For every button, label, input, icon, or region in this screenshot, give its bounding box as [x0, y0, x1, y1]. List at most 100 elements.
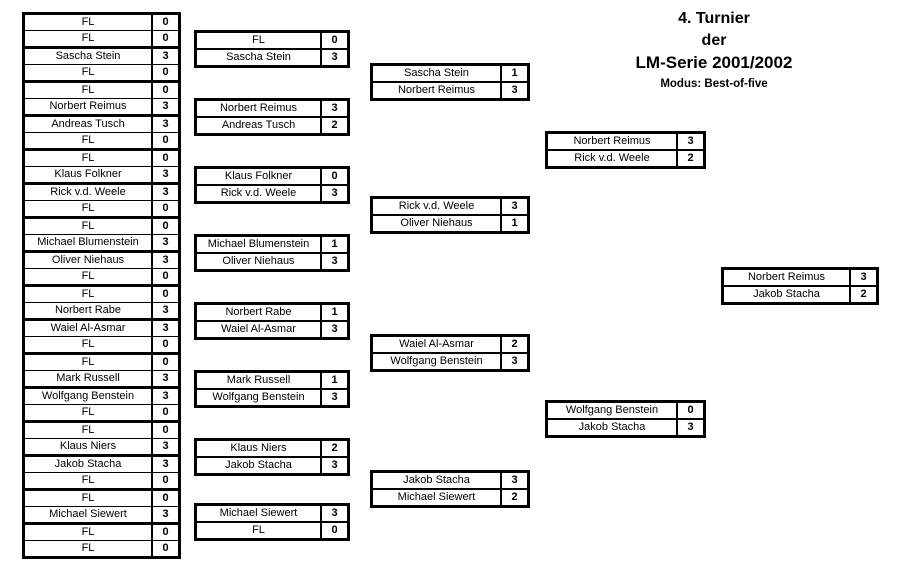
- player-score: 3: [511, 200, 518, 212]
- player-name: Norbert Reimus: [724, 270, 851, 285]
- tournament-modus: Modus: Best-of-five: [660, 78, 768, 90]
- player-name: FL: [25, 491, 153, 506]
- player-score: 1: [331, 306, 338, 318]
- player-score: 0: [162, 32, 169, 44]
- player-score: 3: [162, 118, 169, 130]
- player-score: 2: [511, 491, 518, 503]
- bracket-row: Rick v.d. Weele 3: [373, 199, 527, 214]
- player-score: 0: [162, 288, 169, 300]
- player-score: 3: [331, 507, 338, 519]
- player-name: Norbert Reimus: [25, 99, 153, 114]
- player-name: Oliver Niehaus: [373, 216, 502, 231]
- player-name: Wolfgang Benstein: [197, 390, 322, 405]
- player-name: FL: [25, 83, 153, 98]
- player-name: FL: [25, 219, 153, 234]
- player-score: 3: [331, 187, 338, 199]
- player-name: FL: [25, 15, 153, 30]
- player-score: 3: [162, 390, 169, 402]
- player-score: 1: [331, 238, 338, 250]
- player-score: 0: [331, 524, 338, 536]
- player-name: Jakob Stacha: [548, 420, 678, 435]
- bracket-row: FL 0: [25, 404, 178, 420]
- player-score: 2: [331, 119, 338, 131]
- player-score: 3: [162, 50, 169, 62]
- player-score: 0: [162, 84, 169, 96]
- player-name: FL: [25, 65, 153, 80]
- player-score: 3: [687, 135, 694, 147]
- tournament-title-line1: 4. Turnier: [678, 10, 750, 27]
- player-score: 2: [860, 288, 867, 300]
- player-name: Norbert Rabe: [25, 303, 153, 318]
- player-score: 0: [162, 134, 169, 146]
- bracket-row: Norbert Reimus 3: [548, 134, 703, 149]
- bracket-row: Andreas Tusch 3: [25, 114, 178, 132]
- player-score: 3: [860, 271, 867, 283]
- player-name: FL: [25, 405, 153, 420]
- bracket-row: Michael Siewert 3: [197, 506, 347, 521]
- player-name: Klaus Niers: [197, 441, 322, 456]
- player-name: Sascha Stein: [373, 66, 502, 81]
- player-score: 0: [162, 406, 169, 418]
- player-name: FL: [25, 31, 153, 46]
- player-name: Klaus Niers: [25, 439, 153, 454]
- player-score: 3: [331, 102, 338, 114]
- player-name: Rick v.d. Weele: [373, 199, 502, 214]
- player-name: Rick v.d. Weele: [548, 151, 678, 166]
- player-name: Michael Siewert: [25, 507, 153, 522]
- player-score: 3: [331, 323, 338, 335]
- player-score: 1: [511, 217, 518, 229]
- player-name: Waiel Al-Asmar: [25, 321, 153, 336]
- bracket-row: Michael Siewert 3: [25, 506, 178, 522]
- player-name: Michael Blumenstein: [197, 237, 322, 252]
- player-name: FL: [25, 525, 153, 540]
- player-score: 3: [331, 255, 338, 267]
- player-name: Norbert Reimus: [548, 134, 678, 149]
- player-score: 3: [162, 168, 169, 180]
- player-name: Mark Russell: [25, 371, 153, 386]
- player-name: Wolfgang Benstein: [373, 354, 502, 369]
- player-score: 3: [687, 421, 694, 433]
- bracket-row: Rick v.d. Weele 2: [548, 149, 703, 166]
- semifinal-match: Norbert Reimus 3 Rick v.d. Weele 2: [545, 131, 706, 169]
- tournament-title: 4. Turnier der LM-Serie 2001/2002 Modus:…: [564, 8, 864, 92]
- player-name: Jakob Stacha: [197, 458, 322, 473]
- player-name: FL: [25, 473, 153, 488]
- player-score: 3: [162, 508, 169, 520]
- player-name: Michael Siewert: [197, 506, 322, 521]
- player-name: Klaus Folkner: [25, 167, 153, 182]
- player-score: 0: [331, 170, 338, 182]
- bracket-row: Oliver Niehaus 1: [373, 214, 527, 231]
- player-name: FL: [25, 201, 153, 216]
- player-score: 3: [162, 322, 169, 334]
- player-score: 0: [162, 542, 169, 554]
- player-name: Klaus Folkner: [197, 169, 322, 184]
- player-score: 3: [511, 84, 518, 96]
- player-name: Andreas Tusch: [25, 117, 153, 132]
- player-score: 2: [687, 152, 694, 164]
